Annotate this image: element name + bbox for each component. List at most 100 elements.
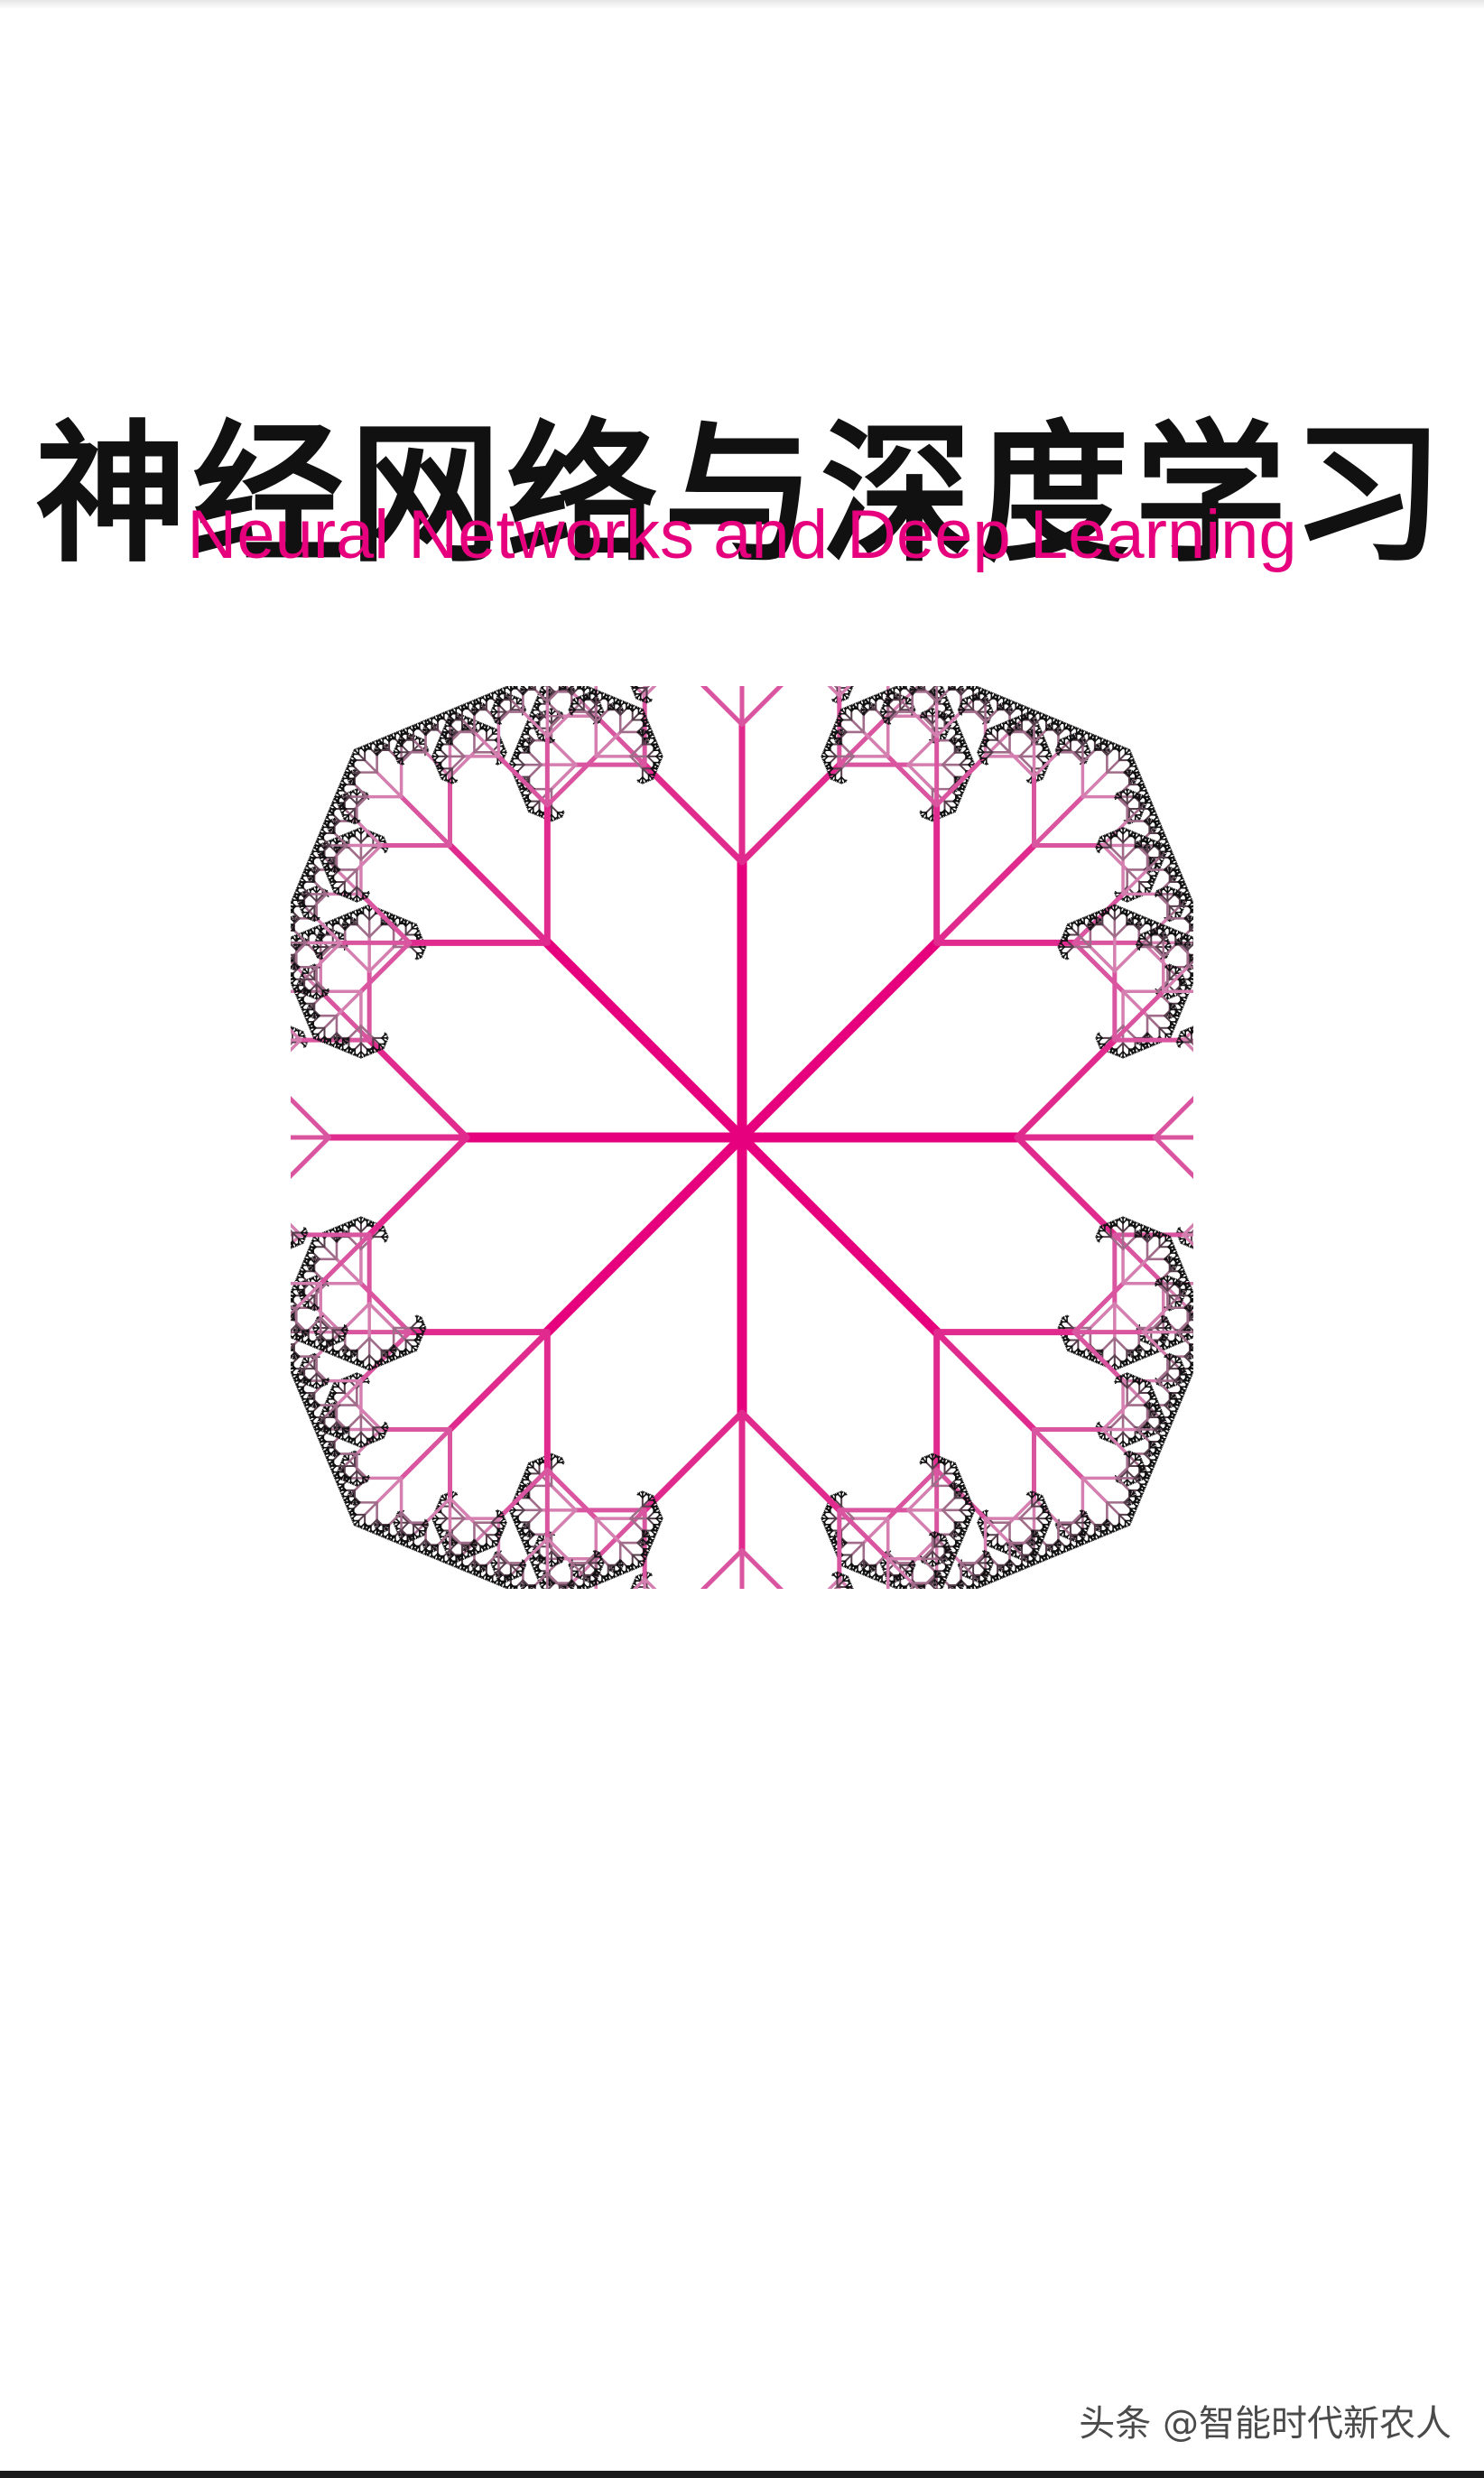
fractal-branch — [943, 713, 947, 717]
fractal-branch — [863, 701, 867, 705]
fractal-branch — [524, 726, 527, 729]
fractal-branch — [887, 704, 896, 713]
fractal-branch — [961, 788, 965, 792]
fractal-branch — [823, 752, 829, 757]
fractal-branch — [996, 738, 1011, 754]
fractal-branch — [1074, 745, 1083, 754]
fractal-branch — [967, 764, 972, 769]
fractal-branch — [509, 762, 513, 766]
fractal-branch — [522, 732, 525, 736]
fractal-branch — [827, 686, 841, 698]
fractal-branch — [547, 691, 556, 700]
fractal-branch — [920, 810, 923, 813]
fractal-branch — [645, 700, 648, 703]
fractal-branch — [860, 707, 864, 710]
fractal-branch — [526, 789, 530, 793]
fractal-branch — [547, 686, 556, 693]
fractal-branch — [1035, 755, 1044, 764]
fractal-branch — [953, 745, 962, 754]
book-title-chinese: 神经网络与深度学习 — [0, 404, 1484, 585]
fractal-branch — [550, 738, 578, 766]
fractal-branch — [959, 757, 968, 766]
fractal-branch — [534, 701, 538, 705]
fractal-branch — [954, 806, 958, 810]
fractal-branch — [938, 710, 941, 714]
fractal-branch — [882, 708, 887, 713]
fractal-branch — [839, 711, 842, 715]
fractal-branch — [972, 686, 975, 688]
fractal-branch — [880, 710, 883, 713]
fractal-branch — [964, 782, 968, 785]
fractal-branch — [739, 686, 784, 727]
fractal-branch — [532, 800, 541, 809]
fractal-branch — [944, 733, 948, 737]
fractal-branch — [925, 805, 934, 813]
fractal-branch — [526, 724, 532, 729]
fractal-branch — [925, 716, 934, 725]
fractal-branch — [953, 739, 959, 745]
fractal-branch — [959, 794, 962, 798]
fractal-branch — [932, 708, 935, 711]
fractal-branch — [960, 739, 963, 743]
fractal-branch — [906, 738, 934, 766]
fractal-branch — [527, 739, 535, 747]
fractal-branch — [519, 738, 523, 741]
fractal-branch — [833, 695, 839, 701]
fractal-branch — [1081, 770, 1109, 799]
fractal-branch — [966, 702, 975, 711]
fractal-branch — [943, 716, 949, 721]
fractal-branch — [941, 812, 945, 815]
fractal-branch — [898, 698, 914, 713]
fractal-branch — [548, 702, 563, 718]
book-title-english: Neural Networks and Deep Learning — [0, 492, 1484, 579]
fractal-branch — [847, 693, 850, 697]
fractal-branch — [643, 686, 657, 698]
fractal-branch — [525, 798, 529, 802]
fractal-branch — [516, 764, 525, 772]
fractal-branch — [834, 728, 839, 733]
fractal-branch — [738, 761, 843, 866]
fractal-branch — [542, 688, 547, 693]
fractal-branch — [537, 709, 546, 718]
fractal-branch — [539, 689, 543, 692]
fractal-branch — [932, 710, 937, 716]
fractal-branch — [886, 754, 940, 808]
fractal-branch — [535, 809, 541, 814]
fractal-branch — [1018, 743, 1034, 758]
fractal-branch — [849, 687, 853, 691]
fractal-branch — [967, 776, 970, 779]
fractal-branch — [531, 811, 534, 814]
fractal-branch — [550, 763, 578, 791]
fractal-branch — [633, 686, 636, 689]
fractal-branch — [882, 703, 886, 707]
fractal-branch — [839, 743, 855, 758]
fractal-branch — [737, 937, 942, 1143]
fractal-branch — [512, 761, 516, 766]
fractal-branch — [831, 729, 835, 733]
fractal-branch — [561, 812, 564, 815]
fractal-branch — [632, 686, 646, 698]
fractal-branches — [291, 686, 1193, 1589]
fractal-branch — [928, 813, 933, 819]
fractal-branch — [828, 766, 831, 769]
fractal-branch — [862, 730, 890, 758]
fractal-branch — [840, 729, 844, 732]
fractal-branch — [840, 731, 846, 737]
fractal-branch — [516, 744, 520, 747]
fractal-branch — [945, 703, 949, 707]
fractal-branch — [528, 763, 543, 778]
fractal-branch — [522, 737, 527, 742]
fractal-branch — [527, 733, 535, 742]
fractal-branch — [1063, 743, 1071, 751]
fractal-branch — [1035, 749, 1044, 757]
fractal-branch — [941, 763, 956, 778]
fractal-branch — [959, 764, 968, 772]
fractal-tree-snowflake-icon — [291, 686, 1193, 1589]
fractal-branch — [834, 767, 843, 776]
fractal-branch — [829, 749, 838, 757]
fractal-branch — [526, 719, 530, 723]
fractal-branch — [875, 696, 878, 700]
fractal-branch — [638, 697, 642, 701]
fractal-branch — [905, 697, 909, 701]
fractal-branch — [839, 716, 844, 721]
